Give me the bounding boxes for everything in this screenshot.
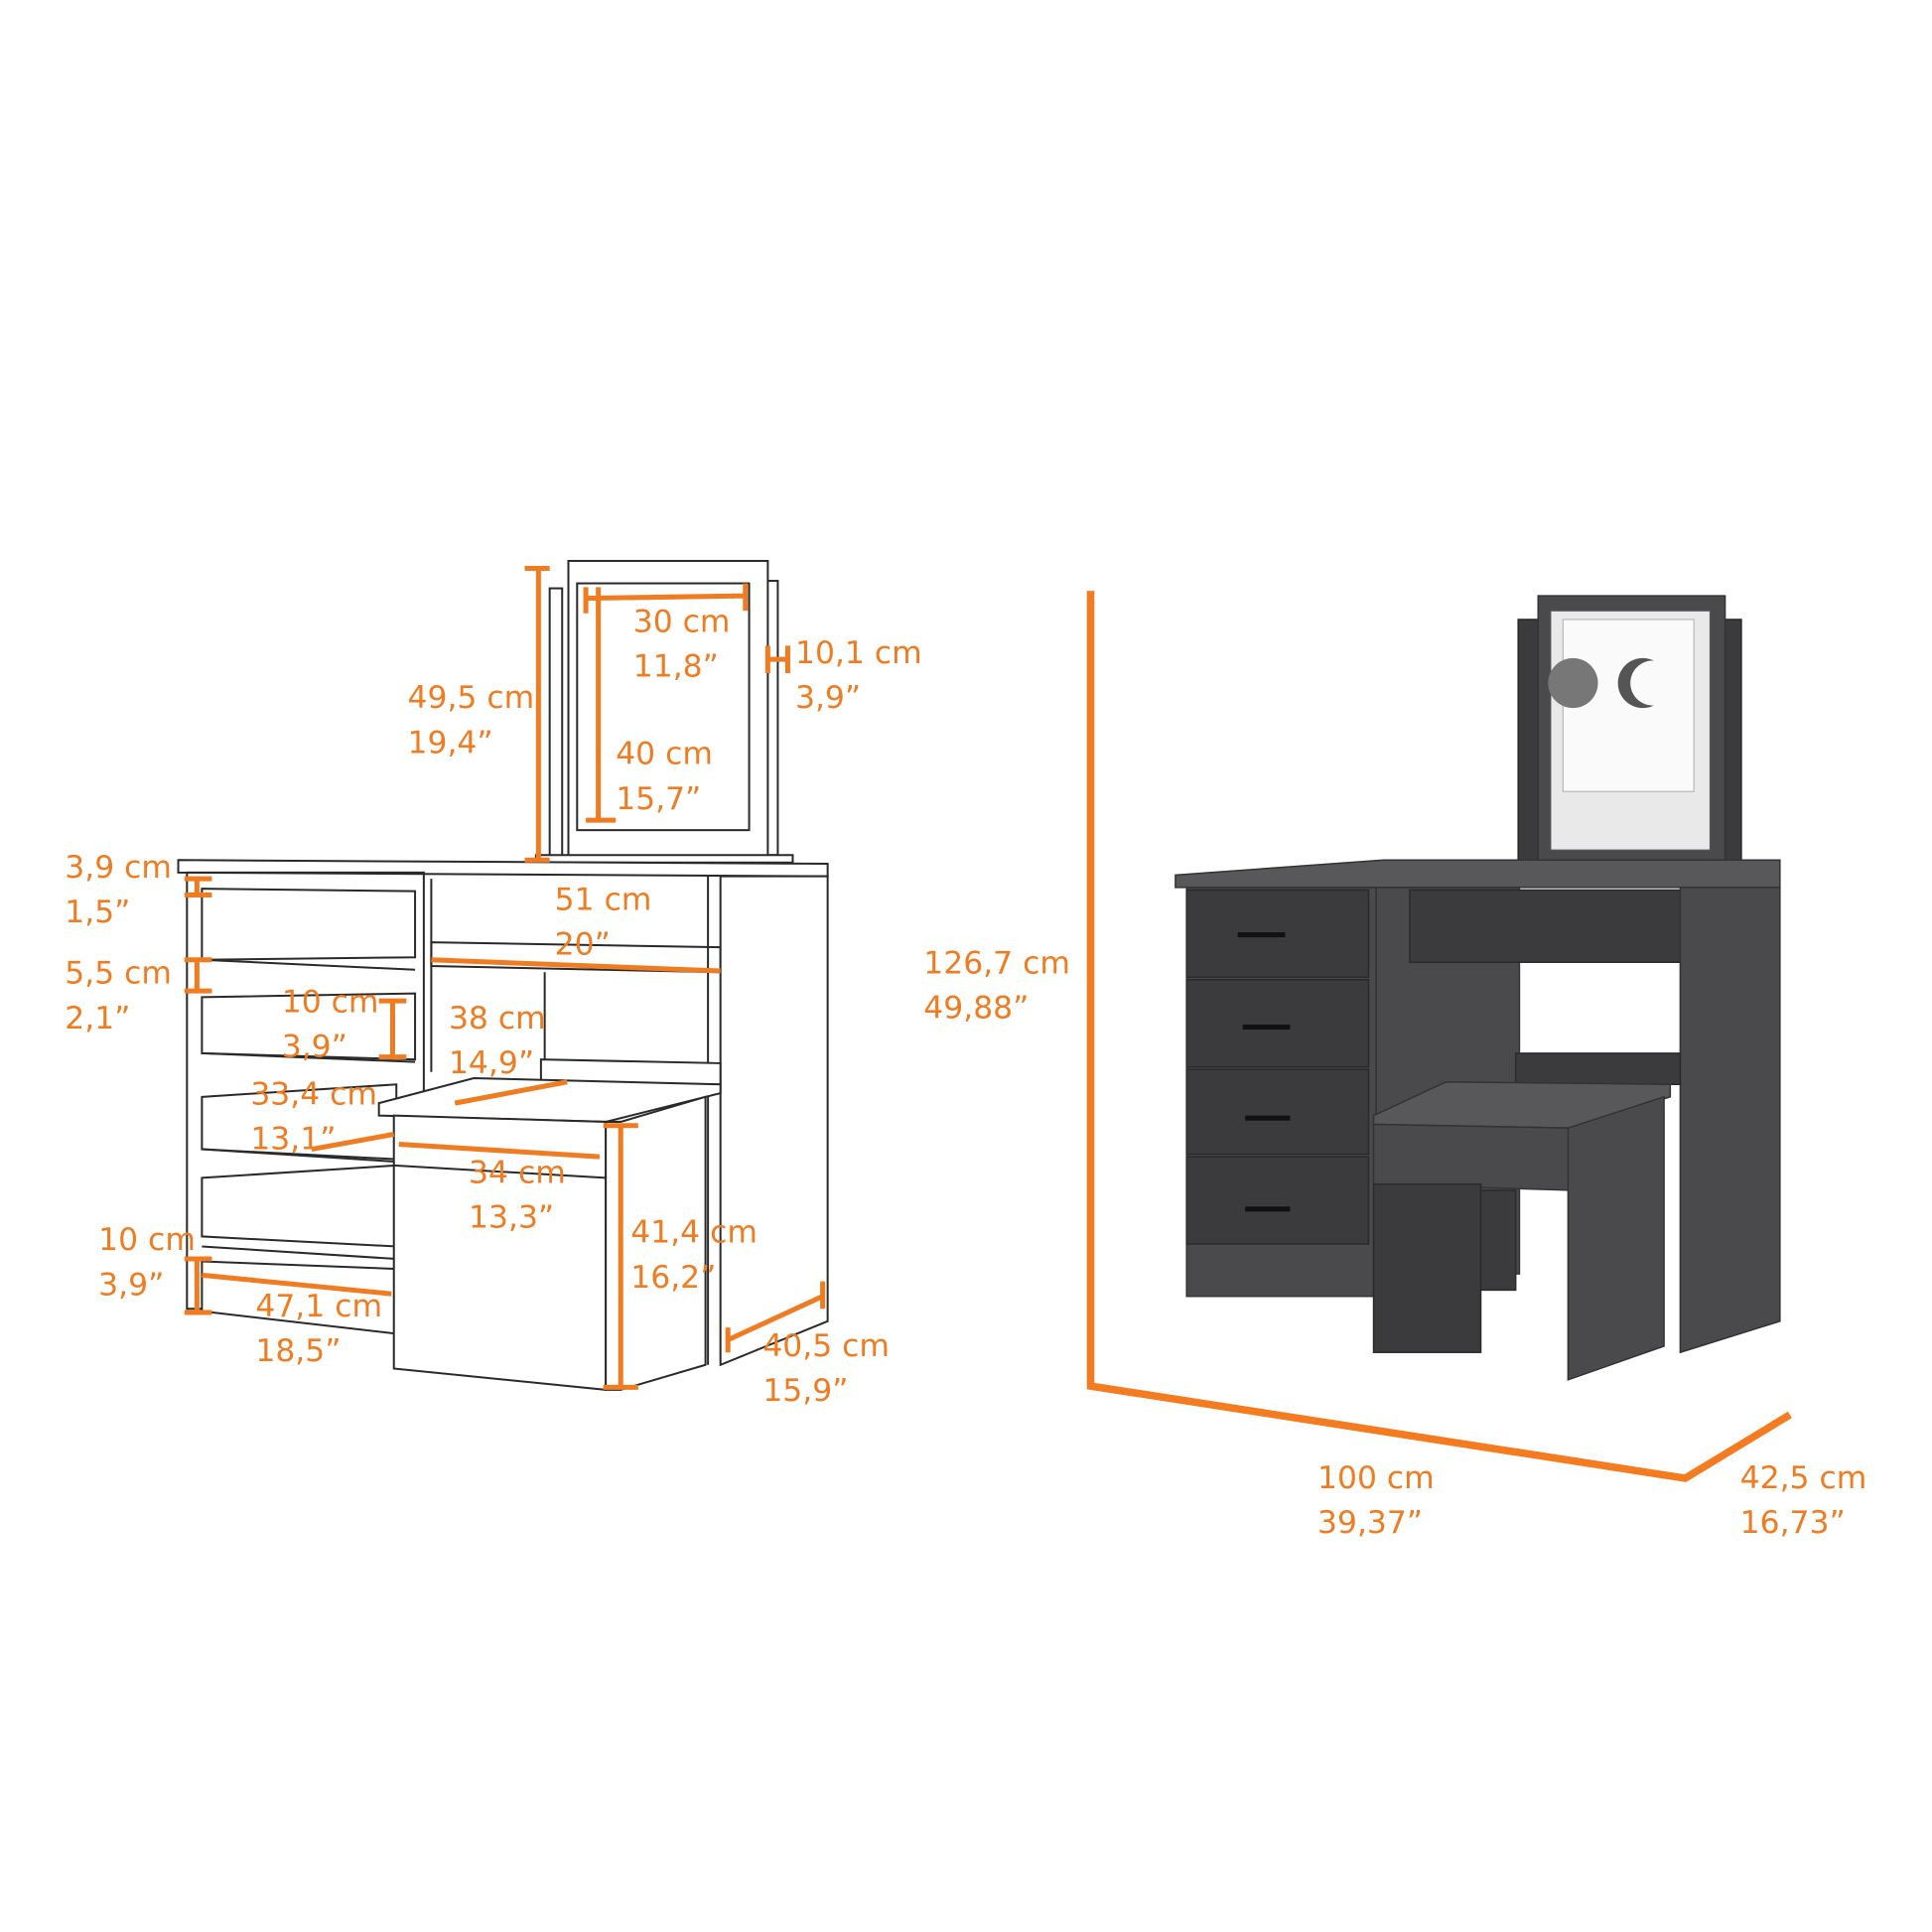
- side-depth-in: 15,9”: [762, 1373, 848, 1409]
- mirror-width-in: 11,8”: [633, 649, 719, 685]
- drawer-handle-icon: [1237, 932, 1291, 1212]
- drawer-gap-cm: 5,5 cm: [65, 956, 172, 992]
- dimension-lines-left: [184, 565, 826, 1390]
- drawer-width-cm: 47,1 cm: [255, 1289, 382, 1324]
- base-height-in: 3,9”: [98, 1267, 164, 1303]
- mirror-height-cm: 40 cm: [616, 737, 713, 772]
- top-thickness-in: 1,5”: [65, 895, 130, 930]
- stool-width-cm: 34 cm: [469, 1155, 566, 1190]
- side-panel: [719, 875, 829, 1367]
- knee-width-cm: 51 cm: [555, 883, 652, 918]
- total-height-cm: 126,7 cm: [923, 946, 1070, 982]
- drawers-render: [1185, 889, 1370, 1245]
- mirror-width-cm: 30 cm: [633, 605, 731, 640]
- base-height-cm: 10 cm: [98, 1222, 196, 1258]
- stool-width-in: 13,3”: [469, 1200, 554, 1236]
- drawer-height-cm: 10 cm: [282, 984, 379, 1020]
- desk-top: [177, 859, 829, 878]
- drawer-height-in: 3,9”: [282, 1030, 347, 1065]
- side-depth-cm: 40,5 cm: [762, 1328, 890, 1364]
- drawer-width-in: 18,5”: [255, 1333, 341, 1369]
- dimension-labels-right: 126,7 cm 49,88” 100 cm 39,37” 42,5 cm 16…: [923, 946, 1866, 1542]
- center-drawer-render: [1409, 889, 1685, 963]
- line-drawing-vanity: [177, 559, 829, 1391]
- total-depth-in: 16,73”: [1740, 1505, 1846, 1541]
- drawer-gap-in: 2,1”: [65, 1001, 130, 1036]
- mirror-total-height-in: 19,4”: [408, 725, 493, 760]
- mirror-total-height-cm: 49,5 cm: [408, 680, 535, 716]
- total-width-in: 39,37”: [1317, 1505, 1423, 1541]
- mirror-height-in: 15,7”: [616, 781, 701, 817]
- mirror-depth-in: 3,9”: [795, 680, 861, 716]
- mirror-depth-cm: 10,1 cm: [795, 635, 922, 671]
- stool-height-cm: 41,4 cm: [630, 1215, 758, 1251]
- dimension-labels-left: 49,5 cm 19,4” 30 cm 11,8” 40 cm 15,7” 10…: [65, 605, 921, 1410]
- side-panel-render: [1679, 887, 1781, 1354]
- total-depth-cm: 42,5 cm: [1740, 1460, 1867, 1496]
- overall-dimension-lines: [1086, 591, 1792, 1482]
- mirror-post-left: [548, 587, 564, 858]
- mirror-glass: [576, 582, 751, 832]
- drawer-depth-in: 13,1”: [250, 1122, 336, 1158]
- desk-top-render: [1174, 859, 1781, 889]
- total-width-cm: 100 cm: [1317, 1460, 1435, 1496]
- stool-render: [1372, 1052, 1682, 1381]
- total-height-in: 49,88”: [923, 991, 1029, 1027]
- top-thickness-cm: 3,9 cm: [65, 850, 172, 886]
- stool-depth-in: 14,9”: [449, 1045, 534, 1081]
- drawer-depth-cm: 33,4 cm: [250, 1076, 377, 1112]
- stool-height-in: 16,2”: [630, 1260, 716, 1296]
- knee-width-in: 20”: [555, 927, 611, 963]
- stool: [377, 1058, 722, 1391]
- stool-depth-cm: 38 cm: [449, 1001, 546, 1036]
- product-render-vanity: [1086, 591, 1792, 1482]
